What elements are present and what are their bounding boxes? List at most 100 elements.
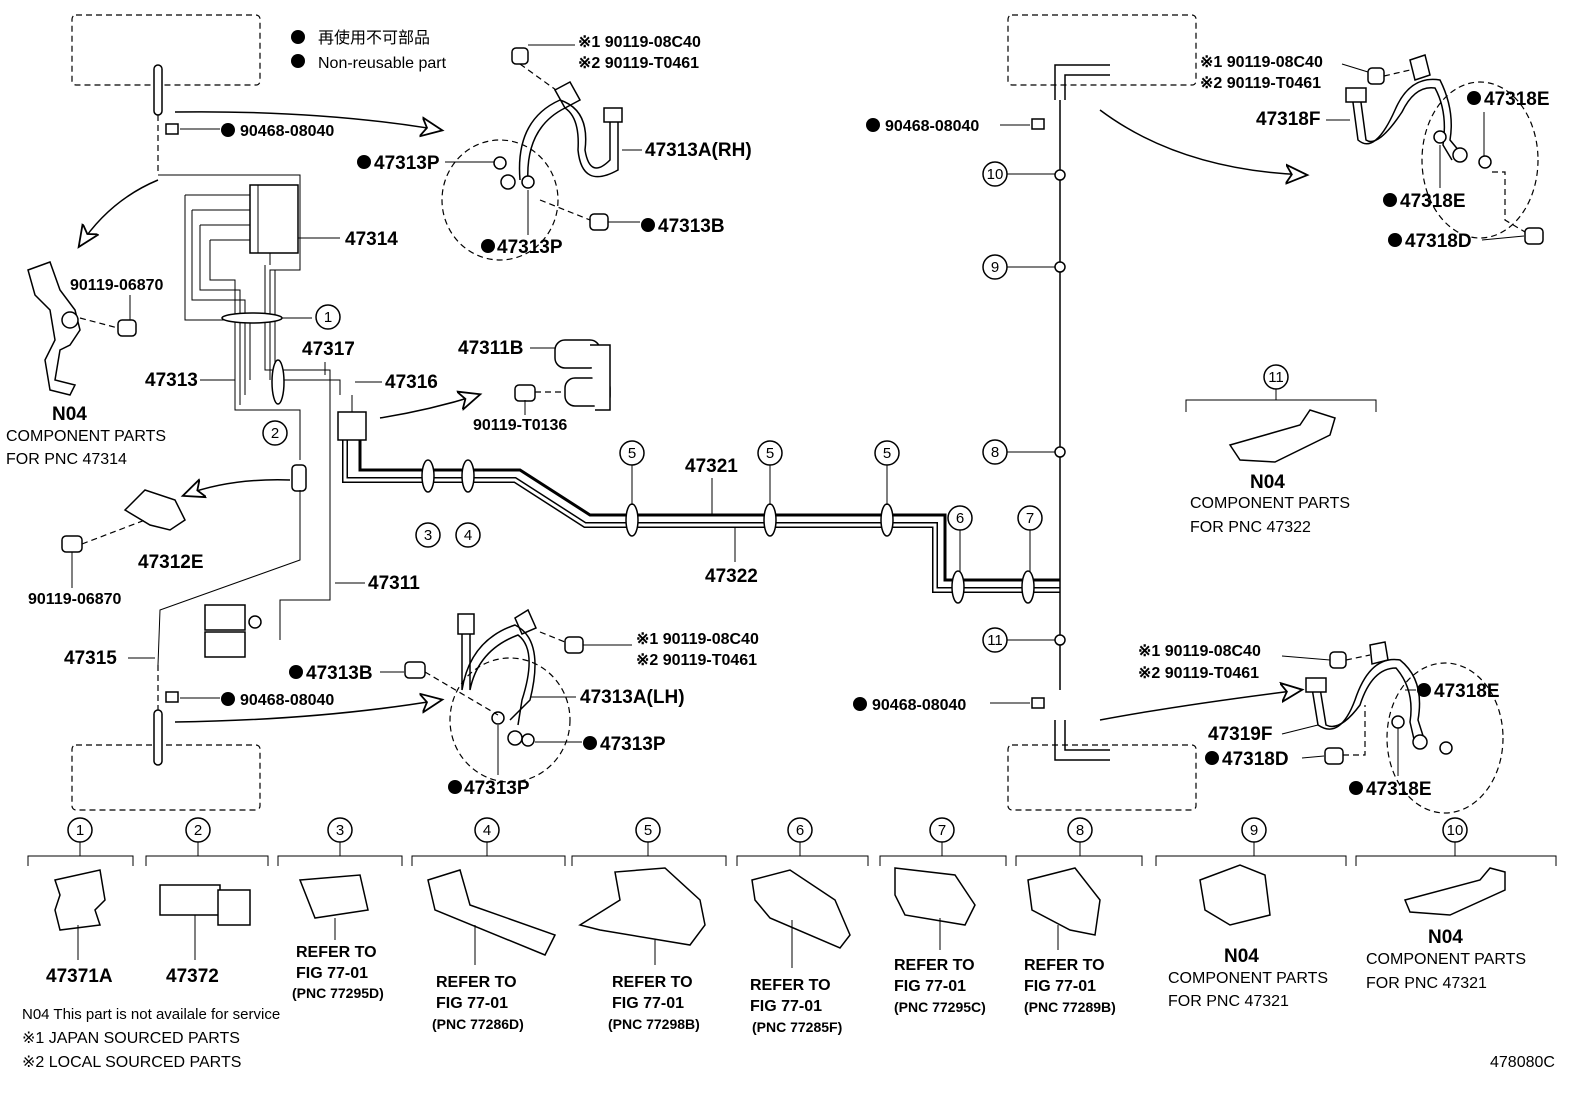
label-47322: 47322	[705, 566, 758, 587]
bracket-47314-part: 90119-06870 N04 COMPONENT PARTS FOR PNC …	[6, 261, 166, 468]
svg-text:47372: 47372	[166, 966, 219, 987]
callout-5c: 5	[874, 440, 900, 466]
label-s2-b: ※2 90119-T0461	[636, 652, 757, 669]
label-s1-a: ※1 90119-08C40	[578, 34, 701, 51]
label-47313P-2: 47313P	[497, 237, 563, 258]
label-47313P-4: 47313P	[464, 778, 530, 799]
label-n04-b: N04	[1250, 472, 1285, 493]
detail-47313A-LH: ※1 90119-08C40 ※2 90119-T0461 47313B 473…	[289, 608, 759, 799]
label-s2-d: ※2 90119-T0461	[1138, 665, 1259, 682]
svg-text:N04: N04	[1224, 946, 1259, 967]
label-component-b2: FOR PNC 47322	[1190, 519, 1311, 536]
svg-text:6: 6	[796, 822, 804, 839]
svg-text:COMPONENT PARTS: COMPONENT PARTS	[1168, 970, 1328, 987]
label-47318E-4: 47318E	[1366, 779, 1432, 800]
bottom-part-7: 7 REFER TO FIG 77-01 (PNC 77295C)	[879, 817, 1007, 1015]
bottom-part-6: 6 REFER TO FIG 77-01 (PNC 77285F)	[736, 817, 869, 1035]
bottom-part-4: 4 REFER TO FIG 77-01 (PNC 77286D)	[411, 817, 566, 1032]
front-left-stub: 90468-08040	[153, 64, 334, 175]
svg-text:8: 8	[1076, 822, 1084, 839]
callout-6: 6	[947, 505, 973, 531]
svg-text:5: 5	[644, 822, 652, 839]
svg-text:FIG 77-01: FIG 77-01	[612, 995, 684, 1012]
label-47313B-1: 47313B	[658, 216, 725, 237]
label-component-b1: COMPONENT PARTS	[1190, 495, 1350, 512]
label-47321: 47321	[685, 456, 738, 477]
detail-47311B: 47311B 90119-T0136	[458, 338, 611, 434]
label-47311: 47311	[368, 573, 420, 594]
svg-text:(PNC 77295D): (PNC 77295D)	[292, 985, 384, 1001]
bracket-47312E-part: 47312E 90119-06870	[28, 464, 307, 608]
label-s2-a: ※2 90119-T0461	[578, 55, 699, 72]
label-47311B: 47311B	[458, 338, 524, 359]
label-component-a1: COMPONENT PARTS	[6, 428, 166, 445]
label-47312E: 47312E	[138, 552, 204, 573]
svg-text:8: 8	[991, 444, 999, 461]
callout-5b: 5	[757, 440, 783, 466]
label-90468-br: 90468-08040	[872, 697, 966, 714]
right-vertical-pipe: 90468-08040 90468-08040	[853, 64, 1110, 761]
svg-text:N04: N04	[1428, 927, 1463, 948]
svg-text:11: 11	[987, 632, 1003, 649]
label-90119-06870-a: 90119-06870	[70, 277, 164, 294]
wheel-box-rear-left	[71, 744, 261, 811]
bottom-part-3: 3 REFER TO FIG 77-01 (PNC 77295D)	[277, 817, 403, 1001]
callout-5a: 5	[619, 440, 645, 466]
bottom-part-2: 2 47372	[145, 817, 269, 987]
svg-text:REFER TO: REFER TO	[612, 974, 693, 991]
svg-text:FIG 77-01: FIG 77-01	[1024, 978, 1096, 995]
callout-10: 10	[982, 161, 1008, 187]
figure-code: 478080C	[1490, 1054, 1555, 1071]
label-s2-c: ※2 90119-T0461	[1200, 75, 1321, 92]
callout-11: 11	[982, 627, 1008, 653]
wheel-box-rear-right	[1007, 744, 1197, 811]
svg-text:3: 3	[336, 822, 344, 839]
callout-3: 3	[415, 522, 441, 548]
detail-47313A-RH: ※1 90119-08C40 ※2 90119-T0461 47313P 473…	[357, 34, 752, 261]
svg-text:9: 9	[991, 259, 999, 276]
bottom-parts-row: 1 47371A 2 47372 3 REFER TO FIG 77-01 (P…	[27, 817, 1557, 1035]
wheel-box-front-left	[71, 14, 261, 86]
rear-left-stub: 90468-08040	[153, 665, 334, 766]
label-47318D-1: 47318D	[1405, 231, 1472, 252]
svg-text:COMPONENT PARTS: COMPONENT PARTS	[1366, 951, 1526, 968]
label-47318E-2: 47318E	[1400, 191, 1466, 212]
svg-text:FIG 77-01: FIG 77-01	[436, 995, 508, 1012]
label-47317: 47317	[302, 339, 355, 360]
callout-7: 7	[1017, 505, 1043, 531]
bottom-part-8: 8 REFER TO FIG 77-01 (PNC 77289B)	[1015, 817, 1143, 1015]
label-47318D-2: 47318D	[1222, 749, 1289, 770]
svg-text:(PNC 77285F): (PNC 77285F)	[752, 1019, 842, 1035]
svg-text:(PNC 77298B): (PNC 77298B)	[608, 1016, 700, 1032]
svg-text:FOR PNC 47321: FOR PNC 47321	[1168, 993, 1289, 1010]
svg-text:FOR PNC 47321: FOR PNC 47321	[1366, 975, 1487, 992]
callouts: 1 2 3 4 5 5 5 6 7 10 9 8 11	[262, 161, 1055, 653]
svg-text:REFER TO: REFER TO	[296, 944, 377, 961]
label-47319F: 47319F	[1208, 724, 1272, 745]
label-47316: 47316	[385, 372, 438, 393]
svg-text:47371A: 47371A	[46, 966, 113, 987]
bottom-part-5: 5 REFER TO FIG 77-01 (PNC 77298B)	[571, 817, 727, 1032]
label-47313A-LH: 47313A(LH)	[580, 687, 685, 708]
detail-47319F: ※1 90119-08C40 ※2 90119-T0461 47318E 473…	[1138, 641, 1504, 814]
main-brake-pipe: 47321 47322	[337, 395, 1060, 604]
svg-text:FIG 77-01: FIG 77-01	[750, 998, 822, 1015]
label-90468-bl: 90468-08040	[240, 692, 334, 709]
bottom-part-1: 1 47371A	[27, 817, 134, 987]
label-47318E-1: 47318E	[1484, 89, 1550, 110]
legend-jp: 再使用不可部品	[318, 29, 430, 47]
svg-text:7: 7	[938, 822, 946, 839]
svg-text:(PNC 77286D): (PNC 77286D)	[432, 1016, 524, 1032]
wheel-box-front-right	[1007, 14, 1197, 86]
bottom-part-9: 9 N04 COMPONENT PARTS FOR PNC 47321	[1155, 817, 1347, 1010]
label-90468-tl: 90468-08040	[240, 123, 334, 140]
label-90119-T0136: 90119-T0136	[473, 417, 567, 434]
callout-1: 1	[315, 304, 341, 330]
svg-text:3: 3	[424, 527, 432, 544]
svg-text:5: 5	[883, 445, 891, 462]
note-local-sourced: ※2 LOCAL SOURCED PARTS	[22, 1054, 241, 1071]
svg-text:REFER TO: REFER TO	[894, 957, 975, 974]
svg-text:10: 10	[987, 166, 1004, 183]
detail-47318F: ※1 90119-08C40 ※2 90119-T0461 47318F 473…	[1200, 54, 1550, 252]
